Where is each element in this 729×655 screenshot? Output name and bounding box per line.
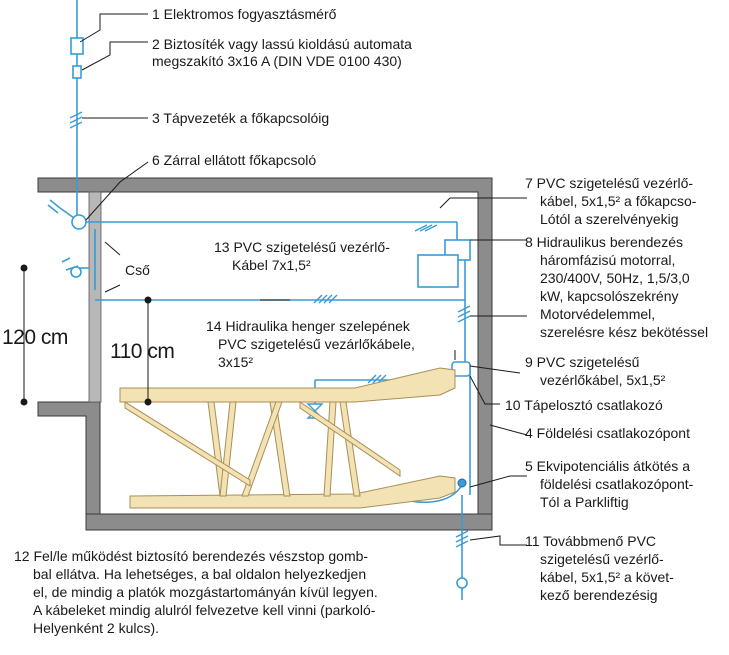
upper-platform — [119, 367, 456, 403]
label-8-line1: 8 Hidraulikus berendezés — [525, 234, 683, 250]
cable-markings — [69, 111, 471, 548]
parking-lift — [119, 367, 456, 509]
label-3-supply: 3 Tápvezeték a főkapcsolóig — [152, 110, 330, 126]
lower-platform — [129, 475, 456, 509]
label-2-fuse-cont: megszakító 3x16 A (DIN VDE 0100 430) — [152, 53, 402, 69]
emergency-stop-icon — [61, 257, 82, 278]
leader-lines — [79, 13, 528, 546]
label-13-line2: Kábel 7x1,5² — [232, 257, 311, 273]
label-14-line3: 3x15² — [218, 354, 254, 370]
label-9-line1: 9 PVC szigetelésű — [525, 354, 640, 370]
label-14-line2: PVC szigetelésű vezárlőkábele, — [218, 336, 415, 352]
label-12-line4: A kábeleket mindig alulról felvezetve ke… — [33, 602, 376, 618]
label-conduit: Cső — [125, 262, 150, 278]
label-2-fuse: 2 Biztosíték vagy lassú kioldású automat… — [152, 36, 412, 52]
label-8-line3: 230/400V, 50Hz, 1,5/3,0 — [540, 270, 690, 286]
label-8-line2: háromfázisú motorral, — [540, 252, 676, 268]
label-11-line4: kező berendezésig — [540, 587, 658, 603]
label-5-line1: 5 Ekvipotenciális átkötés a — [525, 458, 690, 474]
label-7-line1: 7 PVC szigetelésű vezérlő- — [525, 175, 694, 191]
label-12-line2: bal ellátva. Ha lehetséges, a bal oldalo… — [33, 566, 367, 582]
height-markers — [20, 264, 152, 406]
main-switch-icon — [47, 199, 75, 219]
label-11-line3: kábel, 5x1,5² a követ- — [540, 569, 674, 585]
label-12-line5: Helyenként 2 kulcs). — [33, 620, 160, 636]
label-4-grounding: 4 Földelési csatlakozópont — [525, 425, 690, 441]
label-8-line6: szerelésre kész bekötéssel — [540, 324, 709, 340]
label-11-line2: szigetelésű vezérlő- — [540, 551, 664, 567]
label-13-line1: 13 PVC szigetelésű vezérlő- — [214, 239, 390, 255]
top-slab — [37, 177, 493, 531]
label-10-distributor: 10 Tápelosztó csatlakozó — [505, 397, 663, 413]
conduit-pipe — [88, 191, 102, 403]
pit-floor — [85, 513, 493, 531]
grounding-point-icon — [457, 478, 467, 488]
height-110cm-label: 110 cm — [110, 340, 175, 363]
label-5-line3: Tól a Parkliftig — [540, 494, 629, 510]
label-7-line3: Lótól a szerelvényekig — [540, 211, 679, 227]
label-8-line5: Motorvédelemmel, — [540, 306, 656, 322]
label-5-line2: földelési csatlakozópont- — [540, 476, 694, 492]
label-7-line2: kábel, 5x1,5² a főkapcso- — [540, 193, 697, 209]
label-14-line1: 14 Hidraulika henger szelepének — [206, 318, 410, 334]
label-12-line1: 12 Fel/le működést biztosító berendezés … — [14, 548, 369, 564]
label-9-line2: vezérlőkábel, 5x1,5² — [540, 372, 666, 388]
next-device-connector-icon — [456, 577, 468, 589]
pit-walls — [37, 177, 493, 531]
label-11-line1: 11 Továbbmenő PVC — [525, 533, 657, 549]
label-6-main-switch: 6 Zárral ellátott főkapcsoló — [152, 152, 317, 168]
height-120cm-label: 120 cm — [2, 326, 68, 349]
label-8-line4: kW, kapcsolószekrény — [540, 288, 679, 304]
distributor-box — [451, 361, 471, 377]
label-1-meter: 1 Elektromos fogyasztásmérő — [152, 6, 337, 22]
label-12-line3: el, de mindig a platók mozgástartományán… — [33, 584, 378, 600]
hydraulic-unit — [417, 239, 471, 288]
